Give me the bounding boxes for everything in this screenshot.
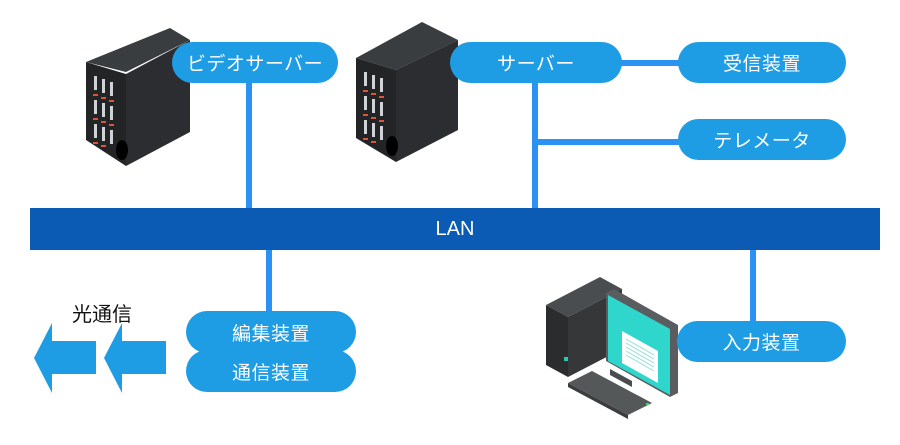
optical-label: 光通信 bbox=[72, 302, 132, 326]
node-server: サーバー bbox=[450, 42, 622, 83]
desktop-computer-icon bbox=[546, 277, 678, 419]
node-video-server: ビデオサーバー bbox=[172, 42, 338, 83]
node-input: 入力装置 bbox=[677, 321, 846, 362]
lan-label: LAN bbox=[435, 217, 475, 240]
node-label: 入力装置 bbox=[722, 332, 801, 354]
left-arrow-icon bbox=[104, 323, 166, 393]
node-comm: 通信装置 bbox=[186, 350, 356, 392]
left-arrow-icon bbox=[34, 323, 96, 393]
link-server-telemeter bbox=[532, 139, 680, 145]
node-telemeter: テレメータ bbox=[678, 119, 846, 160]
server-rack-icon bbox=[356, 22, 458, 162]
link-lan-editor bbox=[266, 248, 272, 314]
link-video-server-lan bbox=[246, 80, 252, 210]
node-label: サーバー bbox=[497, 53, 575, 75]
node-label: テレメータ bbox=[713, 130, 811, 152]
node-label: 受信装置 bbox=[722, 53, 801, 75]
link-server-lan bbox=[532, 80, 538, 210]
node-label: 編集装置 bbox=[231, 322, 310, 345]
node-receiver: 受信装置 bbox=[678, 42, 846, 83]
lan-bus: LAN bbox=[30, 208, 880, 250]
node-label: ビデオサーバー bbox=[186, 53, 324, 75]
node-editor: 編集装置 bbox=[186, 311, 356, 353]
server-rack-icon bbox=[86, 28, 190, 166]
link-server-receiver bbox=[620, 60, 680, 66]
link-lan-input bbox=[750, 248, 756, 324]
node-label: 通信装置 bbox=[231, 361, 310, 384]
